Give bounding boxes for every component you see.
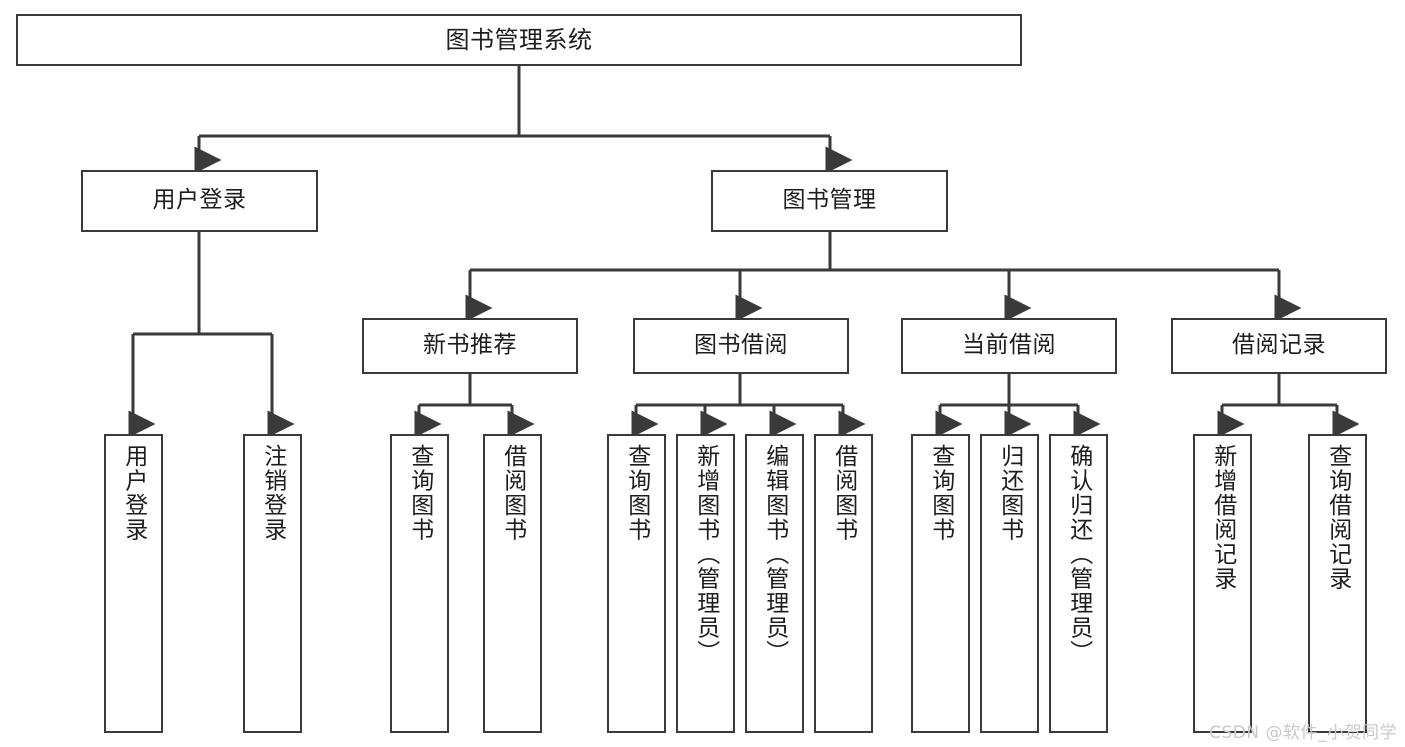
node-book-manage[interactable]: 图书管理 bbox=[711, 170, 948, 232]
node-leaf-rec-add-label: 新增借阅记录 bbox=[1209, 444, 1236, 591]
node-leaf-cur-return-label: 归还图书 bbox=[996, 444, 1023, 542]
node-leaf-user-login-label: 用户登录 bbox=[120, 444, 147, 542]
node-leaf-borrow-lend-label: 借阅图书 bbox=[830, 444, 857, 542]
node-leaf-user-logout-label: 注销登录 bbox=[259, 444, 286, 542]
node-current-borrow[interactable]: 当前借阅 bbox=[901, 318, 1117, 374]
node-leaf-cur-query[interactable]: 查询图书 bbox=[911, 434, 970, 733]
node-leaf-rec-search-label: 查询借阅记录 bbox=[1324, 444, 1351, 591]
node-leaf-cur-confirm-label: 确认归还（管理员） bbox=[1065, 444, 1092, 665]
node-leaf-rec-borrow-label: 借阅图书 bbox=[499, 444, 526, 542]
node-leaf-rec-search[interactable]: 查询借阅记录 bbox=[1308, 434, 1367, 733]
node-leaf-borrow-add-label: 新增图书（管理员） bbox=[692, 444, 719, 665]
node-root[interactable]: 图书管理系统 bbox=[16, 14, 1022, 66]
node-leaf-borrow-query-label: 查询图书 bbox=[623, 444, 650, 542]
node-leaf-cur-query-label: 查询图书 bbox=[927, 444, 954, 542]
node-leaf-borrow-edit[interactable]: 编辑图书（管理员） bbox=[745, 434, 804, 733]
node-leaf-borrow-add[interactable]: 新增图书（管理员） bbox=[676, 434, 735, 733]
node-book-manage-label: 图书管理 bbox=[782, 187, 877, 214]
node-leaf-user-login[interactable]: 用户登录 bbox=[104, 434, 163, 733]
node-leaf-rec-query[interactable]: 查询图书 bbox=[390, 434, 449, 733]
node-current-borrow-label: 当前借阅 bbox=[962, 332, 1056, 359]
node-borrow-record-label: 借阅记录 bbox=[1232, 332, 1326, 359]
node-leaf-rec-add[interactable]: 新增借阅记录 bbox=[1193, 434, 1252, 733]
csdn-watermark: CSDN @软件_小贺同学 bbox=[1209, 723, 1397, 743]
node-leaf-rec-query-label: 查询图书 bbox=[406, 444, 433, 542]
node-new-book-rec-label: 新书推荐 bbox=[423, 332, 517, 359]
node-leaf-borrow-edit-label: 编辑图书（管理员） bbox=[761, 444, 788, 665]
node-user-login-label: 用户登录 bbox=[152, 187, 247, 214]
node-borrow-record[interactable]: 借阅记录 bbox=[1171, 318, 1387, 374]
node-root-label: 图书管理系统 bbox=[445, 25, 593, 54]
node-leaf-borrow-lend[interactable]: 借阅图书 bbox=[814, 434, 873, 733]
node-leaf-cur-return[interactable]: 归还图书 bbox=[980, 434, 1039, 733]
node-new-book-rec[interactable]: 新书推荐 bbox=[362, 318, 578, 374]
node-leaf-rec-borrow[interactable]: 借阅图书 bbox=[483, 434, 542, 733]
node-leaf-borrow-query[interactable]: 查询图书 bbox=[607, 434, 666, 733]
node-book-borrow[interactable]: 图书借阅 bbox=[633, 318, 849, 374]
node-book-borrow-label: 图书借阅 bbox=[694, 332, 788, 359]
node-user-login[interactable]: 用户登录 bbox=[81, 170, 318, 232]
node-leaf-user-logout[interactable]: 注销登录 bbox=[243, 434, 302, 733]
node-leaf-cur-confirm[interactable]: 确认归还（管理员） bbox=[1049, 434, 1108, 733]
